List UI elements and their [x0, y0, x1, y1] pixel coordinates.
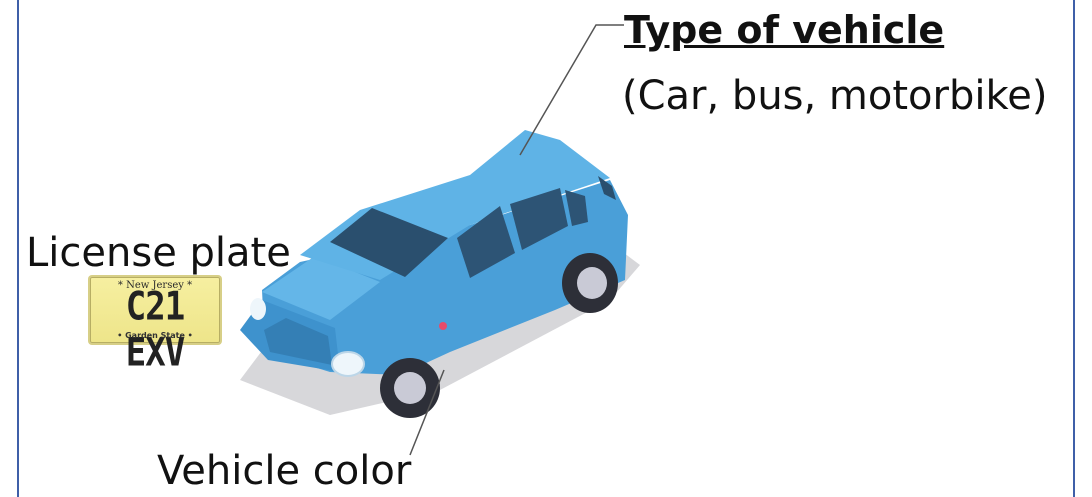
license-plate-label: License plate: [26, 230, 291, 276]
color-pointer-line: [409, 369, 445, 456]
vehicle-type-title: Type of vehicle: [624, 8, 945, 52]
car-hood: [262, 256, 380, 320]
car-grille: [264, 318, 332, 365]
headlight-right: [331, 351, 365, 377]
plate-motto: • Garden State •: [117, 331, 193, 340]
type-pointer-line: [519, 24, 624, 156]
car-windshield: [330, 208, 448, 277]
plate-number: C21 EXV: [125, 284, 185, 376]
indicator-light: [439, 322, 447, 330]
car-window-rear: [510, 188, 568, 250]
plate-state: * New Jersey *: [117, 280, 193, 291]
license-plate-image: * New Jersey * C21 EXV • Garden State •: [90, 277, 220, 376]
vehicle-type-examples: (Car, bus, motorbike): [622, 73, 1048, 119]
car-window-front: [457, 206, 515, 278]
frame-border-left: [17, 0, 19, 497]
car-window-back: [565, 190, 588, 226]
car-rear-window: [598, 176, 616, 200]
frame-border-right: [1073, 0, 1075, 497]
vehicle-color-label: Vehicle color: [157, 448, 412, 494]
headlight-left: [250, 298, 266, 320]
